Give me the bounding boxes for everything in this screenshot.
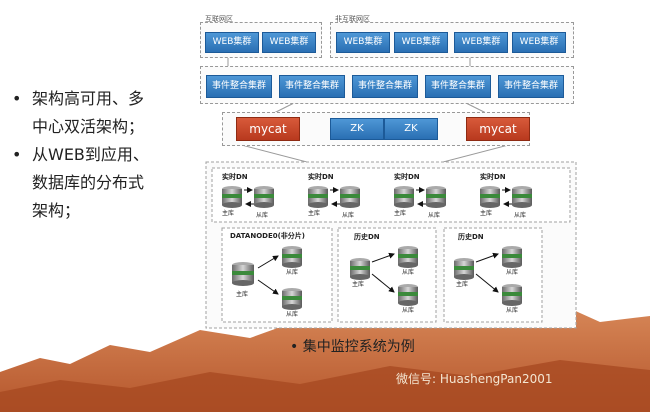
- bullet-text: 架构；: [32, 201, 81, 220]
- master-db-label: 主库: [394, 210, 407, 217]
- realtime-dn-label: 实时DN: [308, 173, 334, 181]
- event-cluster-button[interactable]: 事件整合集群: [279, 75, 345, 98]
- event-cluster-button[interactable]: 事件整合集群: [425, 75, 491, 98]
- diagram-caption: • 集中监控系统为例: [290, 339, 415, 355]
- master-db-label: 主库: [480, 210, 493, 217]
- slave-db-label: 从库: [402, 307, 415, 314]
- mycat-node-right[interactable]: mycat: [466, 117, 530, 141]
- slave-db-label: 从库: [514, 212, 527, 219]
- wechat-watermark: 微信号: HuashengPan2001: [396, 372, 553, 386]
- web-cluster-button[interactable]: WEB集群: [454, 32, 508, 53]
- zk-node-1[interactable]: ZK: [330, 118, 384, 140]
- slave-db-label: 从库: [428, 212, 441, 219]
- non-internet-zone-label: 非互联网区: [335, 15, 370, 23]
- realtime-db-group-2: [308, 186, 360, 208]
- bullet-text: 架构高可用、多: [32, 89, 145, 108]
- realtime-dn-label: 实时DN: [222, 173, 248, 181]
- history-dn-label: 历史DN: [458, 233, 484, 241]
- event-cluster-button[interactable]: 事件整合集群: [352, 75, 418, 98]
- realtime-db-group-4: [480, 186, 532, 208]
- realtime-db-group-3: [394, 186, 446, 208]
- master-db-label: 主库: [308, 210, 321, 217]
- realtime-dn-label: 实时DN: [394, 173, 420, 181]
- mycat-node-left[interactable]: mycat: [236, 117, 300, 141]
- history-db-group-1: [350, 246, 418, 306]
- bullet-text: 中心双活架构；: [32, 117, 145, 136]
- bullet-list: 架构高可用、多 中心双活架构； 从WEB到应用、 数据库的分布式 架构；: [10, 85, 160, 225]
- master-db-label: 主库: [222, 210, 235, 217]
- slave-db-label: 从库: [342, 212, 355, 219]
- realtime-db-group-1: [222, 186, 274, 208]
- slave-db-label: 从库: [286, 311, 299, 318]
- slave-db-label: 从库: [506, 307, 519, 314]
- bullet-text: 从WEB到应用、: [32, 145, 149, 164]
- web-cluster-button[interactable]: WEB集群: [336, 32, 390, 53]
- bullet-item: 架构高可用、多 中心双活架构；: [10, 85, 160, 141]
- slave-db-label: 从库: [286, 269, 299, 276]
- slave-db-label: 从库: [506, 269, 519, 276]
- history-dn-label: 历史DN: [354, 233, 380, 241]
- realtime-dn-label: 实时DN: [480, 173, 506, 181]
- internet-zone-label: 互联网区: [205, 15, 233, 23]
- web-cluster-button[interactable]: WEB集群: [205, 32, 259, 53]
- history-db-group-2: [454, 246, 522, 306]
- zk-node-2[interactable]: ZK: [384, 118, 438, 140]
- event-cluster-button[interactable]: 事件整合集群: [206, 75, 272, 98]
- web-cluster-button[interactable]: WEB集群: [512, 32, 566, 53]
- datanode0-label: DATANODE0(非分片): [230, 232, 306, 240]
- master-db-label: 主库: [236, 291, 249, 298]
- bullet-item: 从WEB到应用、 数据库的分布式 架构；: [10, 141, 160, 225]
- datanode0-db-group: [232, 246, 302, 310]
- slave-db-label: 从库: [402, 269, 415, 276]
- web-cluster-button[interactable]: WEB集群: [262, 32, 316, 53]
- master-db-label: 主库: [456, 281, 469, 288]
- bullet-text: 数据库的分布式: [32, 173, 145, 192]
- slave-db-label: 从库: [256, 212, 269, 219]
- master-db-label: 主库: [352, 281, 365, 288]
- web-cluster-button[interactable]: WEB集群: [394, 32, 448, 53]
- event-cluster-button[interactable]: 事件整合集群: [498, 75, 564, 98]
